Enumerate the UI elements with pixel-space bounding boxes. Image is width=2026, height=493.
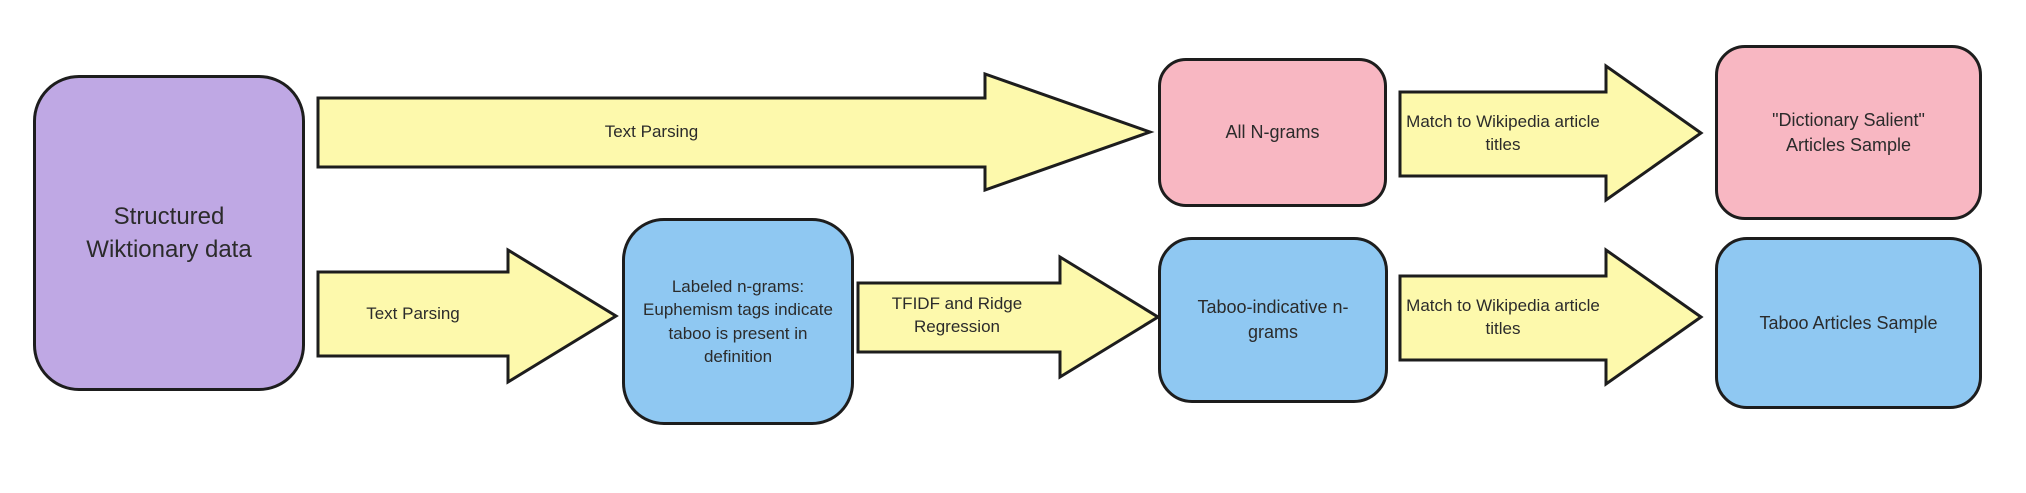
node-dictionary-salient-articles-sample: "Dictionary Salient" Articles Sample	[1715, 45, 1982, 220]
node-structured-wiktionary-data: Structured Wiktionary data	[33, 75, 305, 391]
node-label: Labeled n-grams: Euphemism tags indicate…	[643, 276, 833, 366]
node-taboo-indicative-ngrams: Taboo-indicative n-grams	[1158, 237, 1388, 403]
tfidf-arrow-icon	[856, 254, 1161, 380]
node-label: Taboo Articles Sample	[1759, 312, 1938, 333]
match-wikipedia-bottom-arrow-icon	[1398, 247, 1704, 387]
node-label: Structured Wiktionary data	[86, 202, 252, 263]
node-label: All N-grams	[1225, 122, 1320, 143]
node-all-ngrams: All N-grams	[1158, 58, 1387, 207]
node-labeled-ngrams: Labeled n-grams: Euphemism tags indicate…	[622, 218, 854, 425]
node-label: "Dictionary Salient" Articles Sample	[1772, 109, 1925, 155]
text-parsing-bottom-arrow-icon	[316, 247, 619, 385]
text-parsing-top-arrow-icon	[316, 71, 1155, 193]
match-wikipedia-top-arrow-icon	[1398, 63, 1704, 203]
node-taboo-articles-sample: Taboo Articles Sample	[1715, 237, 1982, 409]
node-label: Taboo-indicative n-grams	[1197, 297, 1349, 342]
